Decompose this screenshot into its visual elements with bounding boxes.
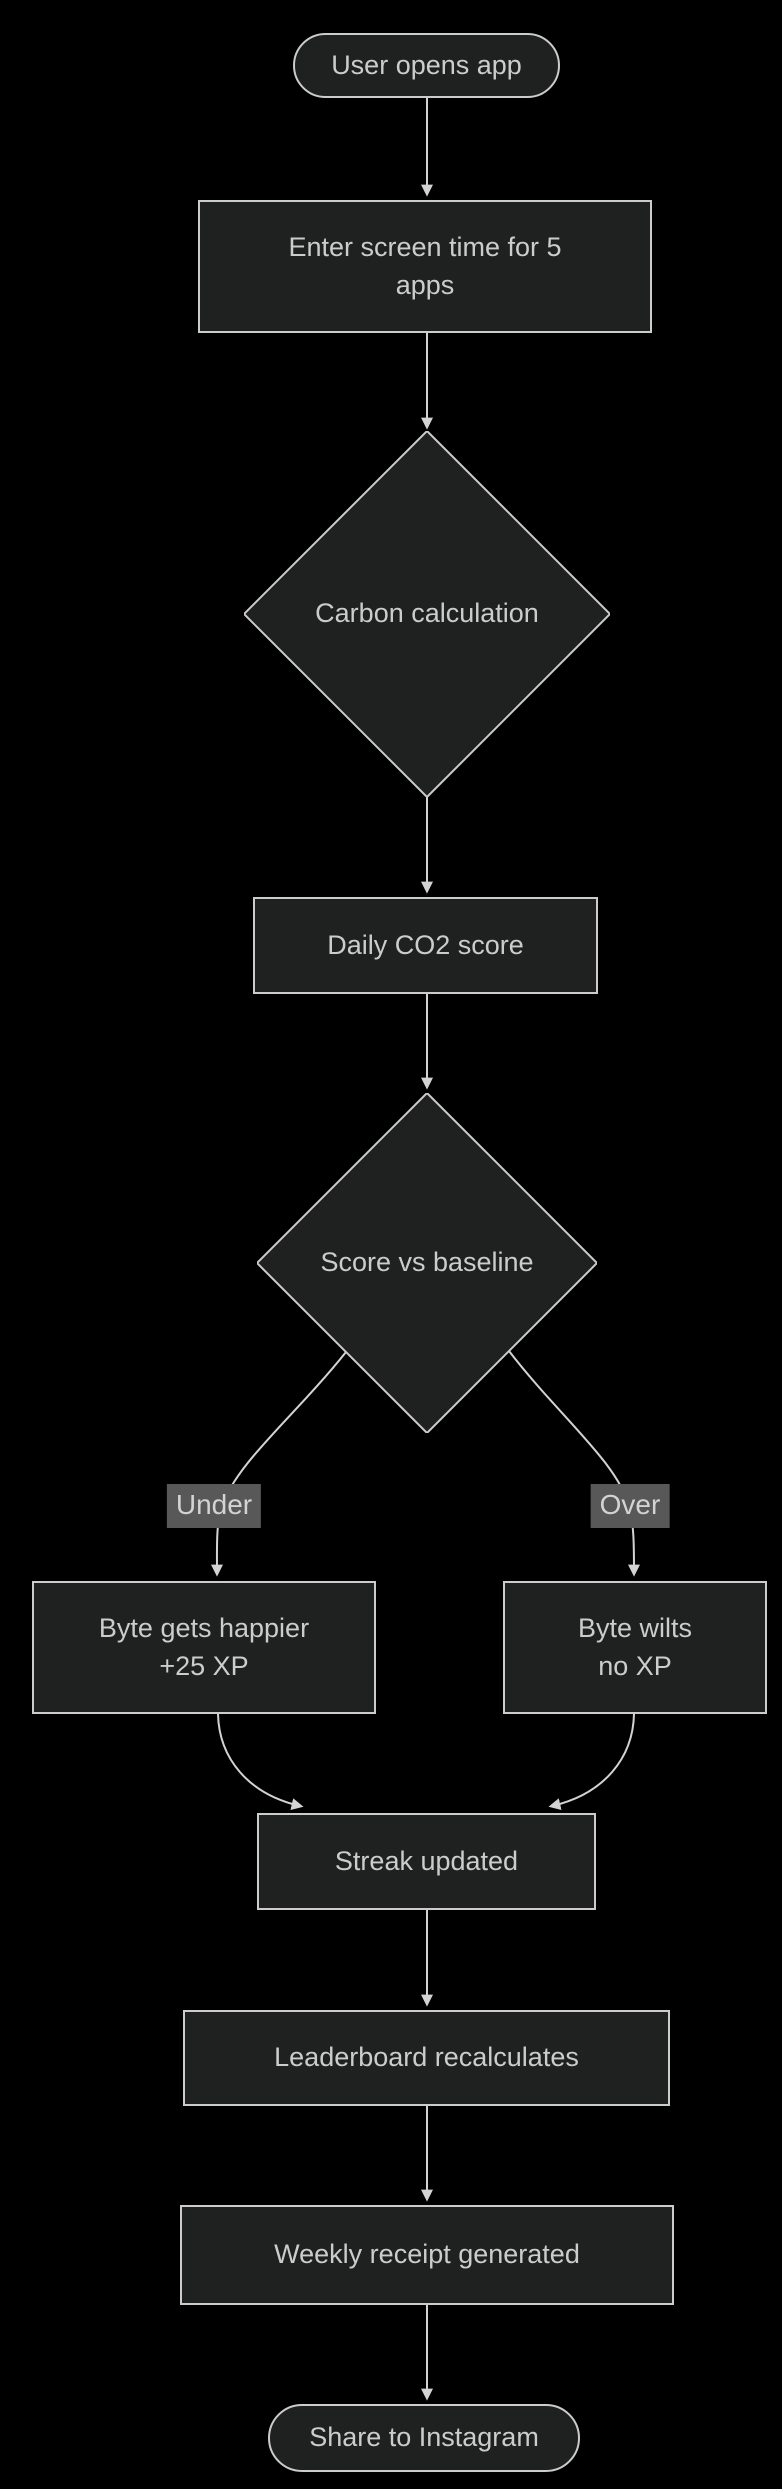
edge-label-under: Under bbox=[166, 1484, 262, 1528]
edge-happier-streak bbox=[217, 1713, 304, 1810]
node-carbon-calculation: Carbon calculation bbox=[244, 431, 610, 797]
node-score-vs-baseline: Score vs baseline bbox=[257, 1093, 597, 1433]
node-streak-updated: Streak updated bbox=[257, 1813, 596, 1910]
node-byte-gets-happier: Byte gets happier +25 XP bbox=[32, 1581, 376, 1714]
diamond-shape bbox=[257, 1093, 597, 1433]
node-label: Weekly receipt generated bbox=[274, 2239, 580, 2270]
node-leaderboard-recalculates: Leaderboard recalculates bbox=[183, 2010, 670, 2106]
node-daily-co2-score: Daily CO2 score bbox=[253, 897, 598, 994]
node-label: Daily CO2 score bbox=[327, 929, 524, 960]
node-weekly-receipt-generated: Weekly receipt generated bbox=[180, 2205, 674, 2305]
node-label: User opens app bbox=[331, 49, 522, 80]
node-label: Streak updated bbox=[334, 1845, 519, 1876]
node-label: Carbon calculation bbox=[315, 598, 539, 629]
node-enter-screen-time: Enter screen time for 5 apps bbox=[198, 200, 652, 333]
node-label: Score vs baseline bbox=[320, 1247, 534, 1278]
node-share-to-instagram: Share to Instagram bbox=[268, 2404, 580, 2472]
edge-wilts-streak bbox=[548, 1713, 635, 1810]
node-label: Byte wilts no XP bbox=[577, 1613, 693, 1681]
node-user-opens-app: User opens app bbox=[293, 33, 560, 98]
edge-label-over: Over bbox=[590, 1484, 670, 1528]
node-label: Byte gets happier +25 XP bbox=[98, 1613, 310, 1681]
node-label: Enter screen time for 5 apps bbox=[288, 232, 562, 300]
node-byte-wilts: Byte wilts no XP bbox=[503, 1581, 767, 1714]
diamond-shape bbox=[244, 431, 610, 797]
node-label: Share to Instagram bbox=[309, 2422, 539, 2453]
node-label: Leaderboard recalculates bbox=[274, 2042, 579, 2073]
